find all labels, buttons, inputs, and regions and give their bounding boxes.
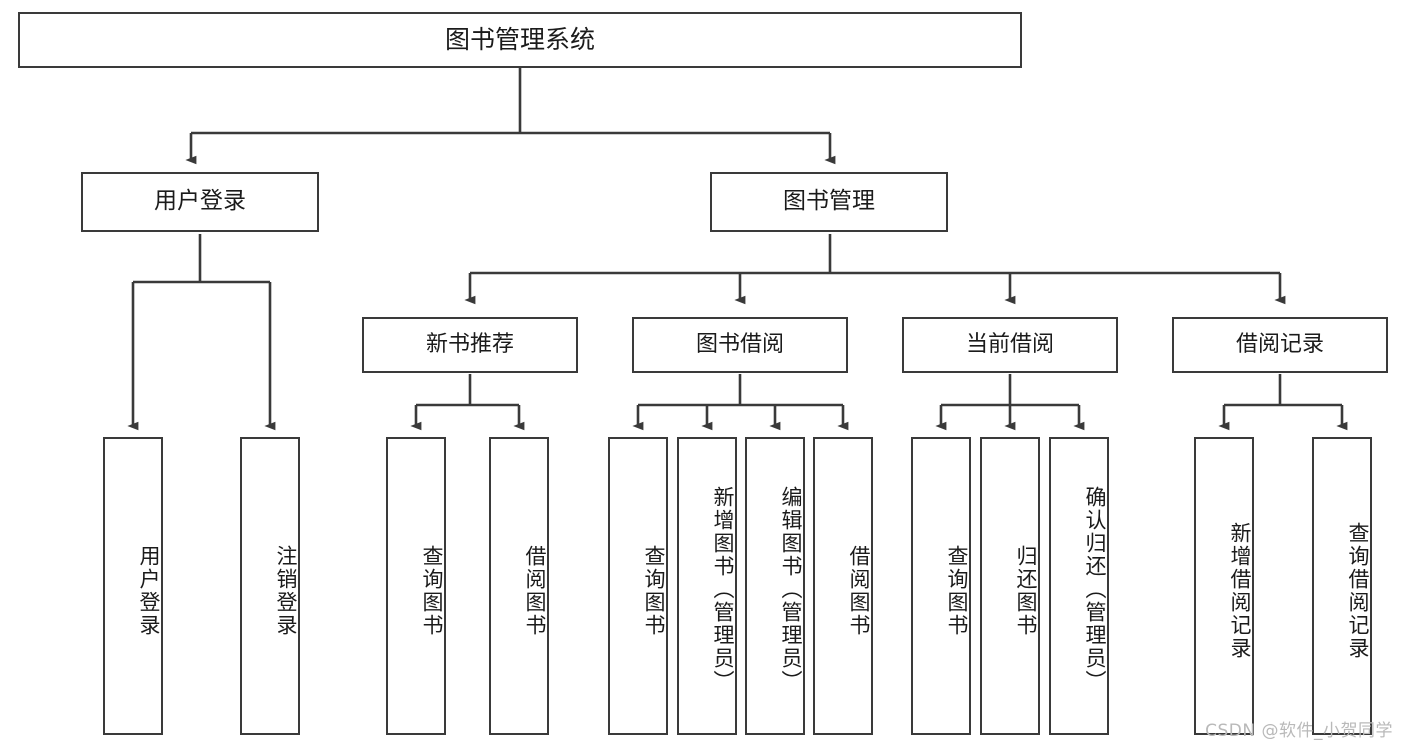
- node-book-borrow[interactable]: 图书借阅: [632, 317, 848, 373]
- node-label: 查询图书: [945, 545, 969, 637]
- leaf-logout-login[interactable]: 注销登录: [240, 437, 300, 735]
- leaf-return-book[interactable]: 归还图书: [980, 437, 1040, 735]
- leaf-query-book-current[interactable]: 查询图书: [911, 437, 971, 735]
- node-label: 确认归还（管理员）: [1083, 485, 1107, 693]
- node-label: 当前借阅: [965, 332, 1054, 358]
- node-label: 借阅图书: [847, 545, 871, 637]
- node-label: 借阅记录: [1235, 332, 1324, 358]
- node-book-manage[interactable]: 图书管理: [710, 172, 948, 232]
- leaf-borrow-book[interactable]: 借阅图书: [813, 437, 873, 735]
- leaf-confirm-return-admin[interactable]: 确认归还（管理员）: [1049, 437, 1109, 735]
- leaf-query-book-recommend[interactable]: 查询图书: [386, 437, 446, 735]
- node-label: 查询图书: [642, 545, 666, 637]
- leaf-add-book-admin[interactable]: 新增图书（管理员）: [677, 437, 737, 735]
- node-label: 用户登录: [154, 188, 246, 215]
- csdn-watermark: CSDN @软件_小贺同学: [1205, 721, 1393, 741]
- node-label: 图书管理系统: [444, 25, 595, 55]
- leaf-query-book-borrow[interactable]: 查询图书: [608, 437, 668, 735]
- leaf-add-borrow-record[interactable]: 新增借阅记录: [1194, 437, 1254, 735]
- node-root-system[interactable]: 图书管理系统: [18, 12, 1022, 68]
- node-label: 归还图书: [1014, 545, 1038, 637]
- node-current-borrow[interactable]: 当前借阅: [902, 317, 1118, 373]
- node-user-login[interactable]: 用户登录: [81, 172, 319, 232]
- leaf-user-login[interactable]: 用户登录: [103, 437, 163, 735]
- node-label: 新增图书（管理员）: [711, 485, 735, 693]
- node-label: 图书借阅: [695, 332, 784, 358]
- node-label: 新书推荐: [425, 332, 514, 358]
- node-label: 借阅图书: [523, 545, 547, 637]
- node-label: 新增借阅记录: [1228, 522, 1252, 660]
- leaf-borrow-book-recommend[interactable]: 借阅图书: [489, 437, 549, 735]
- node-label: 注销登录: [274, 545, 298, 637]
- leaf-edit-book-admin[interactable]: 编辑图书（管理员）: [745, 437, 805, 735]
- node-label: 图书管理: [783, 188, 875, 215]
- node-borrow-record[interactable]: 借阅记录: [1172, 317, 1388, 373]
- node-label: 用户登录: [137, 545, 161, 637]
- node-new-book-recommend[interactable]: 新书推荐: [362, 317, 578, 373]
- node-label: 查询借阅记录: [1346, 522, 1370, 660]
- node-label: 查询图书: [420, 545, 444, 637]
- node-label: 编辑图书（管理员）: [779, 485, 803, 693]
- leaf-query-borrow-record[interactable]: 查询借阅记录: [1312, 437, 1372, 735]
